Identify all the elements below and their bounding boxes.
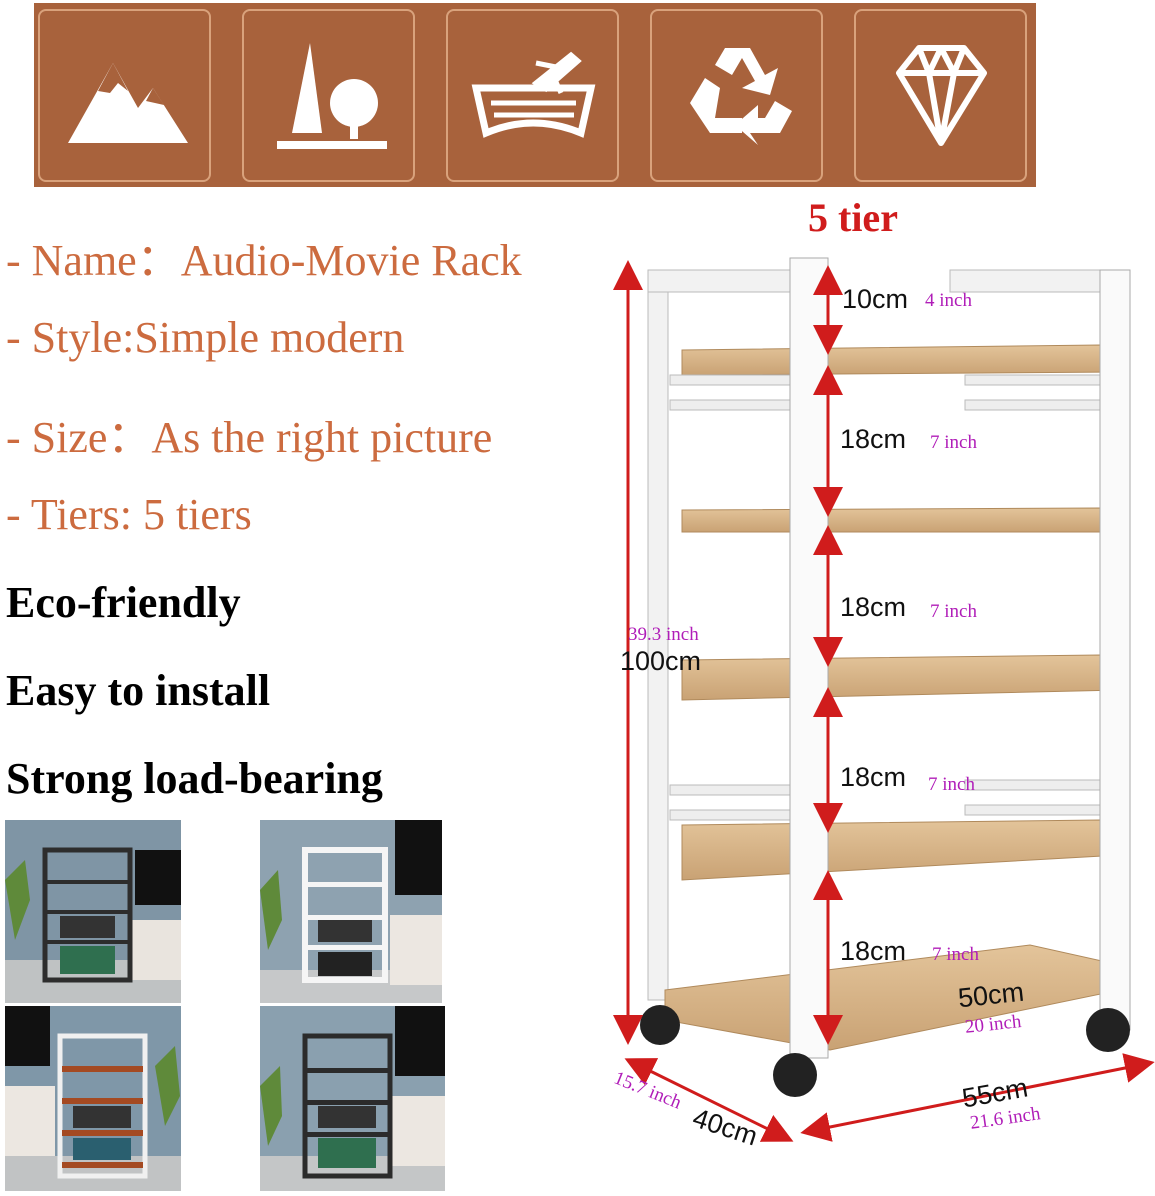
height-cm-label: 100cm [620,646,702,676]
feature-icon-banner [34,3,1036,187]
room-photo-wood-rack [5,1006,181,1191]
rack-diagram: 10cm 4 inch 18cm 7 inch 18cm 7 inch 18cm… [600,240,1155,1191]
spec-tiers: - Tiers: 5 tiers [6,490,252,539]
airplane-runway-icon [446,9,619,182]
recycle-icon [650,9,823,182]
gap5-cm-label: 18cm [840,936,907,966]
gap3-cm-label: 18cm [840,592,907,622]
feature-eco-friendly: Eco-friendly [6,578,241,627]
feature-easy-install: Easy to install [6,666,271,715]
feature-load-bearing: Strong load-bearing [6,754,383,803]
room-photo-black-rack [5,820,181,1003]
room-photo-white-rack [260,820,442,1003]
gap1-in-label: 4 inch [925,290,972,311]
tree-landscape-icon [242,9,415,182]
mountains-icon [38,9,211,182]
gap5-in-label: 7 inch [932,944,979,965]
room-photo-dark-rack [260,1006,445,1191]
gap3-in-label: 7 inch [930,601,977,622]
gap1-cm-label: 10cm [842,284,909,314]
diamond-icon [854,9,1027,182]
gap4-in-label: 7 inch [928,774,975,795]
gap2-in-label: 7 inch [930,432,977,453]
rack-drawing [613,257,1155,1142]
spec-name: - Name：Audio-Movie Rack [6,236,522,285]
spec-style: - Style:Simple modern [6,313,405,362]
gap4-cm-label: 18cm [840,762,907,792]
gap2-cm-label: 18cm [840,424,907,454]
spec-size: - Size：As the right picture [6,413,493,462]
tier-title: 5 tier [808,195,898,240]
height-in-label: 39.3 inch [628,624,699,645]
